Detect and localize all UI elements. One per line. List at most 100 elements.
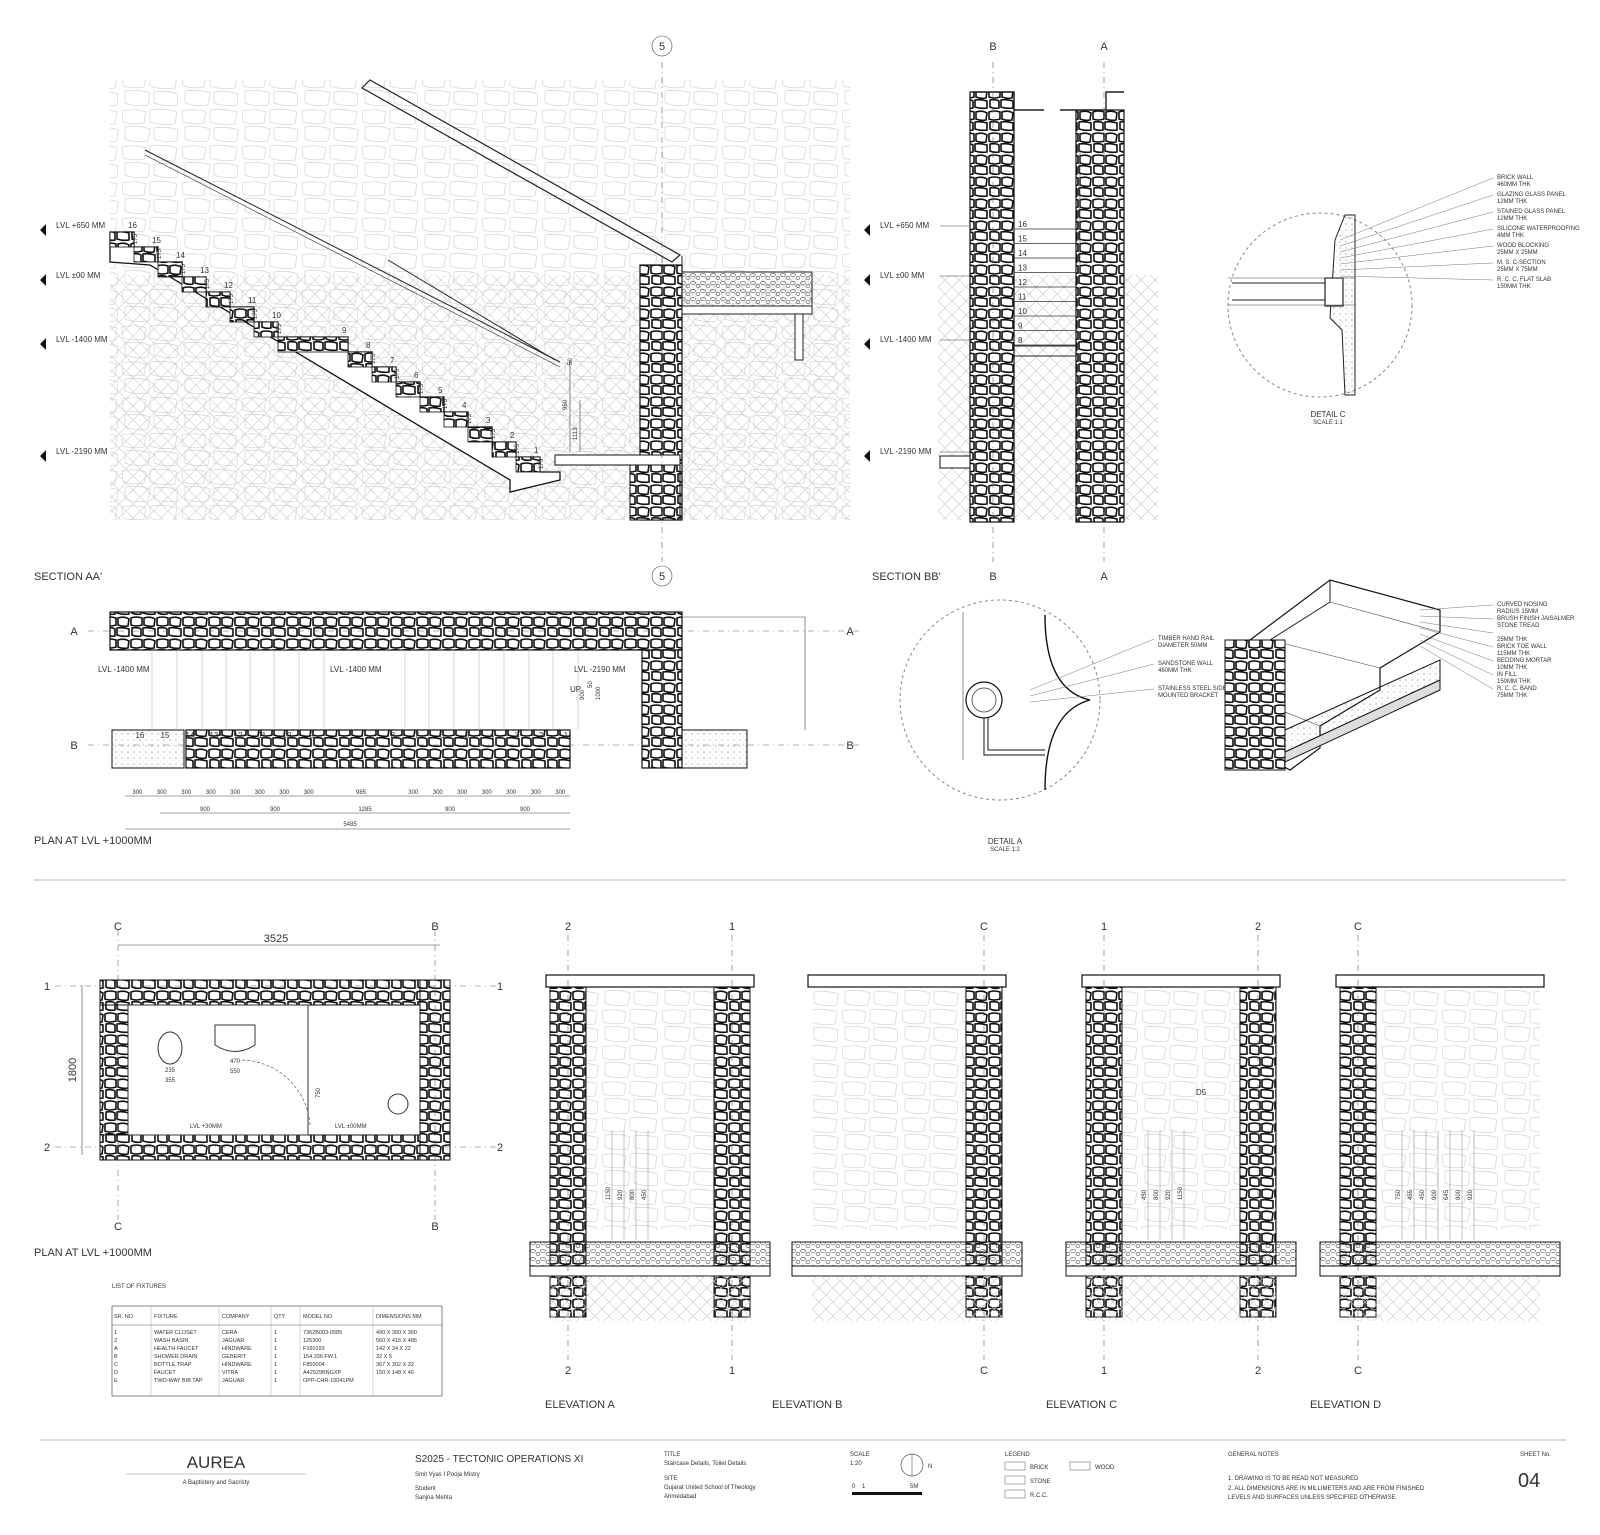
student-label: Student xyxy=(415,1486,436,1492)
aa-step-number: 8 xyxy=(366,341,371,350)
toilet-grid-1-right: 1 xyxy=(497,981,503,993)
elev-grid-right-top: 1 xyxy=(729,921,735,933)
section-aa-title: SECTION AA' xyxy=(34,571,102,583)
toilet-depth: 1800 xyxy=(67,1058,79,1082)
toilet-plan: 3525 1800 235 355 470 550 750 LVL +30MM … xyxy=(34,921,503,1259)
fixtures-cell: C xyxy=(114,1362,118,1368)
plan-step-number: 1 xyxy=(564,731,569,740)
fixtures-cell: 2 xyxy=(114,1338,117,1344)
toilet-dim-550: 550 xyxy=(230,1069,241,1075)
fixtures-cell: CERA xyxy=(222,1330,238,1336)
plan-step-number: 10 xyxy=(283,731,292,740)
legend-brick: BRICK xyxy=(1030,1465,1048,1471)
aa-step-number: 3 xyxy=(486,416,491,425)
note-subline: 12MM THK xyxy=(1497,199,1527,205)
level-marker-icon xyxy=(864,224,870,236)
fixtures-cell: E xyxy=(114,1378,118,1384)
elev-dim: 1150 xyxy=(1178,1186,1184,1200)
elev-dim: 920 xyxy=(618,1189,624,1200)
bb-level-label: LVL +650 MM xyxy=(880,221,929,230)
fixtures-cell: A xyxy=(114,1346,118,1352)
fixtures-cell: 490 X 360 X 360 xyxy=(376,1330,417,1336)
bb-step-number: 10 xyxy=(1018,307,1027,316)
elev-dim: 450 xyxy=(1142,1189,1148,1200)
plan-grid-a-left: A xyxy=(70,626,78,638)
aa-riser-dim: 175 xyxy=(133,233,139,244)
aa-step-number: 6 xyxy=(414,371,419,380)
level-marker-icon xyxy=(40,450,46,462)
elev-grid-right-bottom: C xyxy=(980,1365,988,1377)
bb-step-number: 16 xyxy=(1018,220,1027,229)
note-line: R. C. C. FLAT SLAB xyxy=(1497,277,1551,283)
fixtures-cell: 1 xyxy=(274,1362,277,1368)
elev-dim: 750 xyxy=(1396,1189,1402,1200)
level-marker-icon xyxy=(864,338,870,350)
aa-riser-dim: 175 xyxy=(205,278,211,289)
plan-dim-row2: 900 xyxy=(200,807,211,813)
bb-step-number: 8 xyxy=(1018,336,1023,345)
detail-a-title: DETAIL A xyxy=(988,837,1023,846)
legend-label: LEGEND xyxy=(1005,1452,1030,1458)
stair-step-9 xyxy=(277,336,349,353)
note-line: TIMBER HAND RAIL xyxy=(1158,636,1215,642)
fixtures-cell: 367 X 302 X 32 xyxy=(376,1362,414,1368)
stair-step-8 xyxy=(347,351,373,368)
aa-riser-dim: 175 xyxy=(491,428,497,439)
fixtures-cell: HINDWARE xyxy=(222,1362,252,1368)
student-name: Sanjna Mehta xyxy=(415,1495,453,1501)
bb-level-label: LVL -1400 MM xyxy=(880,335,932,344)
fixtures-cell: 125300 xyxy=(303,1338,321,1344)
project-subtitle: A Baptistery and Sacristy xyxy=(183,1480,250,1486)
elev-dim: 645 xyxy=(1444,1189,1450,1200)
toilet-grid-c-top: C xyxy=(114,921,122,933)
scale-bar-0: 0 xyxy=(852,1484,856,1490)
elev-dim: 1150 xyxy=(606,1186,612,1200)
note-line: IN FILL xyxy=(1497,672,1517,678)
legend-stone: STONE xyxy=(1030,1479,1051,1485)
note-line: BRUSH FINISH JAISALMER xyxy=(1497,616,1575,622)
detail-c-title: DETAIL C xyxy=(1310,410,1345,419)
aa-level-label: LVL -2190 MM xyxy=(56,447,108,456)
fixtures-header: QTY xyxy=(274,1314,286,1320)
fixtures-cell: TWO-WAY BIB TAP xyxy=(154,1378,203,1384)
title-block: AUREA A Baptistery and Sacristy S2025 - … xyxy=(40,1439,1566,1501)
site-value: Gujarat United School of Theology xyxy=(664,1485,756,1491)
plan-step-number: 13 xyxy=(210,731,219,740)
plan-dim-row1: 985 xyxy=(356,790,367,796)
scale-bar-1: 1 xyxy=(862,1484,866,1490)
elev-grid-left-bottom: 1 xyxy=(1101,1365,1107,1377)
aa-riser-dim: 175 xyxy=(157,248,163,259)
bb-step-number: 9 xyxy=(1018,322,1023,331)
detail-a-scale: SCALE 1:2 xyxy=(990,847,1020,853)
elev-grid-left-top: C xyxy=(1354,921,1362,933)
plan-dim-row1: 300 xyxy=(181,790,192,796)
plan-step-number: 15 xyxy=(161,731,170,740)
plan-step-number: 3 xyxy=(515,731,520,740)
project-name: AUREA xyxy=(187,1453,246,1472)
stair-step-12 xyxy=(205,291,231,308)
aa-riser-dim: 175 xyxy=(443,398,449,409)
note-line: SANDSTONE WALL xyxy=(1158,661,1214,667)
authors: Smit Vyas I Pooja Mistry xyxy=(415,1472,480,1478)
detail-c-scale: SCALE 1:1 xyxy=(1313,420,1343,426)
legend-wood: WOOD xyxy=(1095,1465,1115,1471)
scale-bar-5m: 5M xyxy=(910,1484,918,1490)
level-marker-icon xyxy=(40,274,46,286)
aa-riser-dim: 175 xyxy=(181,263,187,274)
legend-swatch-wood xyxy=(1069,1461,1091,1471)
elev-grid-left-top: 2 xyxy=(565,921,571,933)
note-subline: 150MM THK xyxy=(1497,284,1531,290)
plan-dim-row1: 300 xyxy=(482,790,493,796)
fixtures-cell: WATER CLOSET xyxy=(154,1330,197,1336)
note-2: 2. ALL DIMENSIONS ARE IN MILLIMETERS AND… xyxy=(1228,1486,1425,1492)
fixtures-cell: HINDWARE xyxy=(222,1346,252,1352)
plan-step-number: 16 xyxy=(136,731,145,740)
plan-dim-row2: 1285 xyxy=(358,807,372,813)
toilet-dim-750: 750 xyxy=(316,1087,322,1098)
legend-rcc: R.C.C. xyxy=(1030,1493,1048,1499)
note-subline: 25MM THK xyxy=(1497,637,1527,643)
plan-dim-total: 5485 xyxy=(343,822,357,828)
